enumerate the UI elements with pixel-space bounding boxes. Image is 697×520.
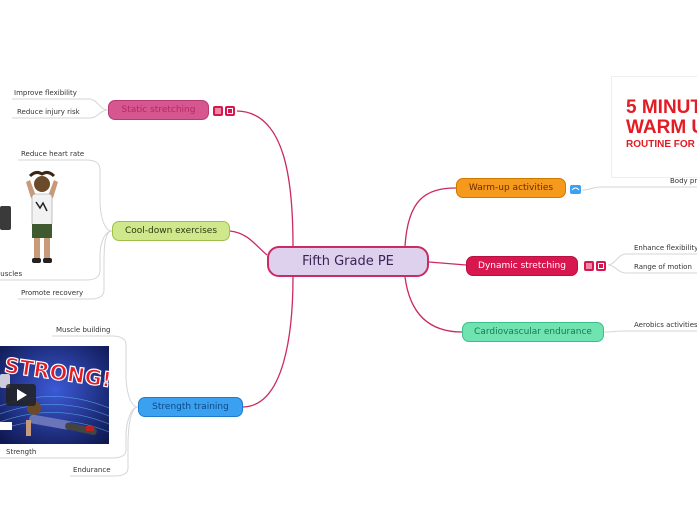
video-play-tab-icon: [0, 206, 11, 230]
topic-strength[interactable]: Strength training: [138, 397, 243, 417]
leaf-enhance-flexibility[interactable]: Enhance flexibility: [634, 244, 697, 252]
link-icon[interactable]: [225, 106, 235, 116]
attachment-icon[interactable]: [570, 185, 581, 194]
warm-up-thumb-line-3: ROUTINE FOR KIDS: [626, 139, 697, 150]
notes-icon[interactable]: [213, 106, 223, 116]
topic-cardio[interactable]: Cardiovascular endurance: [462, 322, 604, 342]
leaf-improve-flexibility[interactable]: Improve flexibility: [14, 89, 77, 97]
warm-up-image: 5 MINUTE WARM UP ROUTINE FOR KIDS: [611, 76, 697, 178]
topic-dynamic-label: Dynamic stretching: [478, 261, 566, 271]
topic-strength-label: Strength training: [152, 402, 229, 412]
connector-warm-up: [404, 187, 457, 247]
connector-cool-down: [229, 230, 268, 256]
cool-down-image: [0, 168, 82, 268]
topic-static-stretching[interactable]: Static stretching: [108, 100, 209, 120]
leaf-lines: [0, 98, 697, 477]
link-icon-dynamic[interactable]: [596, 261, 606, 271]
leaf-reduce-heart-rate[interactable]: Reduce heart rate: [21, 150, 85, 158]
leaf-relax-muscles[interactable]: Relax muscles: [0, 270, 23, 278]
warm-up-thumb-line-1: 5 MINUTE: [626, 97, 697, 118]
strength-video-thumbnail[interactable]: STRONG!: [0, 346, 109, 444]
topic-cool-down-label: Cool-down exercises: [124, 226, 218, 236]
root-label: Fifth Grade PE: [302, 254, 394, 269]
leaf-muscle-building[interactable]: Muscle building: [56, 326, 111, 334]
topic-cardio-label: Cardiovascular endurance: [474, 327, 592, 337]
leaf-aerobics-activities[interactable]: Aerobics activities: [634, 321, 697, 329]
connector-lines: [229, 110, 467, 408]
connector-cardio: [404, 276, 463, 333]
play-icon: [17, 389, 27, 401]
notes-icon-dynamic[interactable]: [584, 261, 594, 271]
topic-dynamic[interactable]: Dynamic stretching: [466, 256, 578, 276]
leaf-strength[interactable]: Strength: [6, 448, 37, 456]
leaf-reduce-injury-risk[interactable]: Reduce injury risk: [17, 108, 80, 116]
topic-warm-up-label: Warm-up activities: [468, 183, 554, 193]
connector-static-stretching: [236, 110, 294, 247]
warm-up-thumb-line-2: WARM UP: [626, 117, 697, 138]
root-node[interactable]: Fifth Grade PE: [267, 246, 429, 277]
topic-static-stretching-label: Static stretching: [121, 105, 196, 115]
topic-cool-down[interactable]: Cool-down exercises: [112, 221, 230, 241]
topic-warm-up[interactable]: Warm-up activities: [456, 178, 566, 198]
leaf-body-preparation[interactable]: Body preparation: [670, 177, 697, 185]
leaf-range-of-motion[interactable]: Range of motion: [634, 263, 692, 271]
leaf-endurance[interactable]: Endurance: [73, 466, 111, 474]
connector-strength: [242, 276, 294, 408]
connector-dynamic: [428, 261, 467, 266]
leaf-promote-recovery[interactable]: Promote recovery: [21, 289, 84, 297]
